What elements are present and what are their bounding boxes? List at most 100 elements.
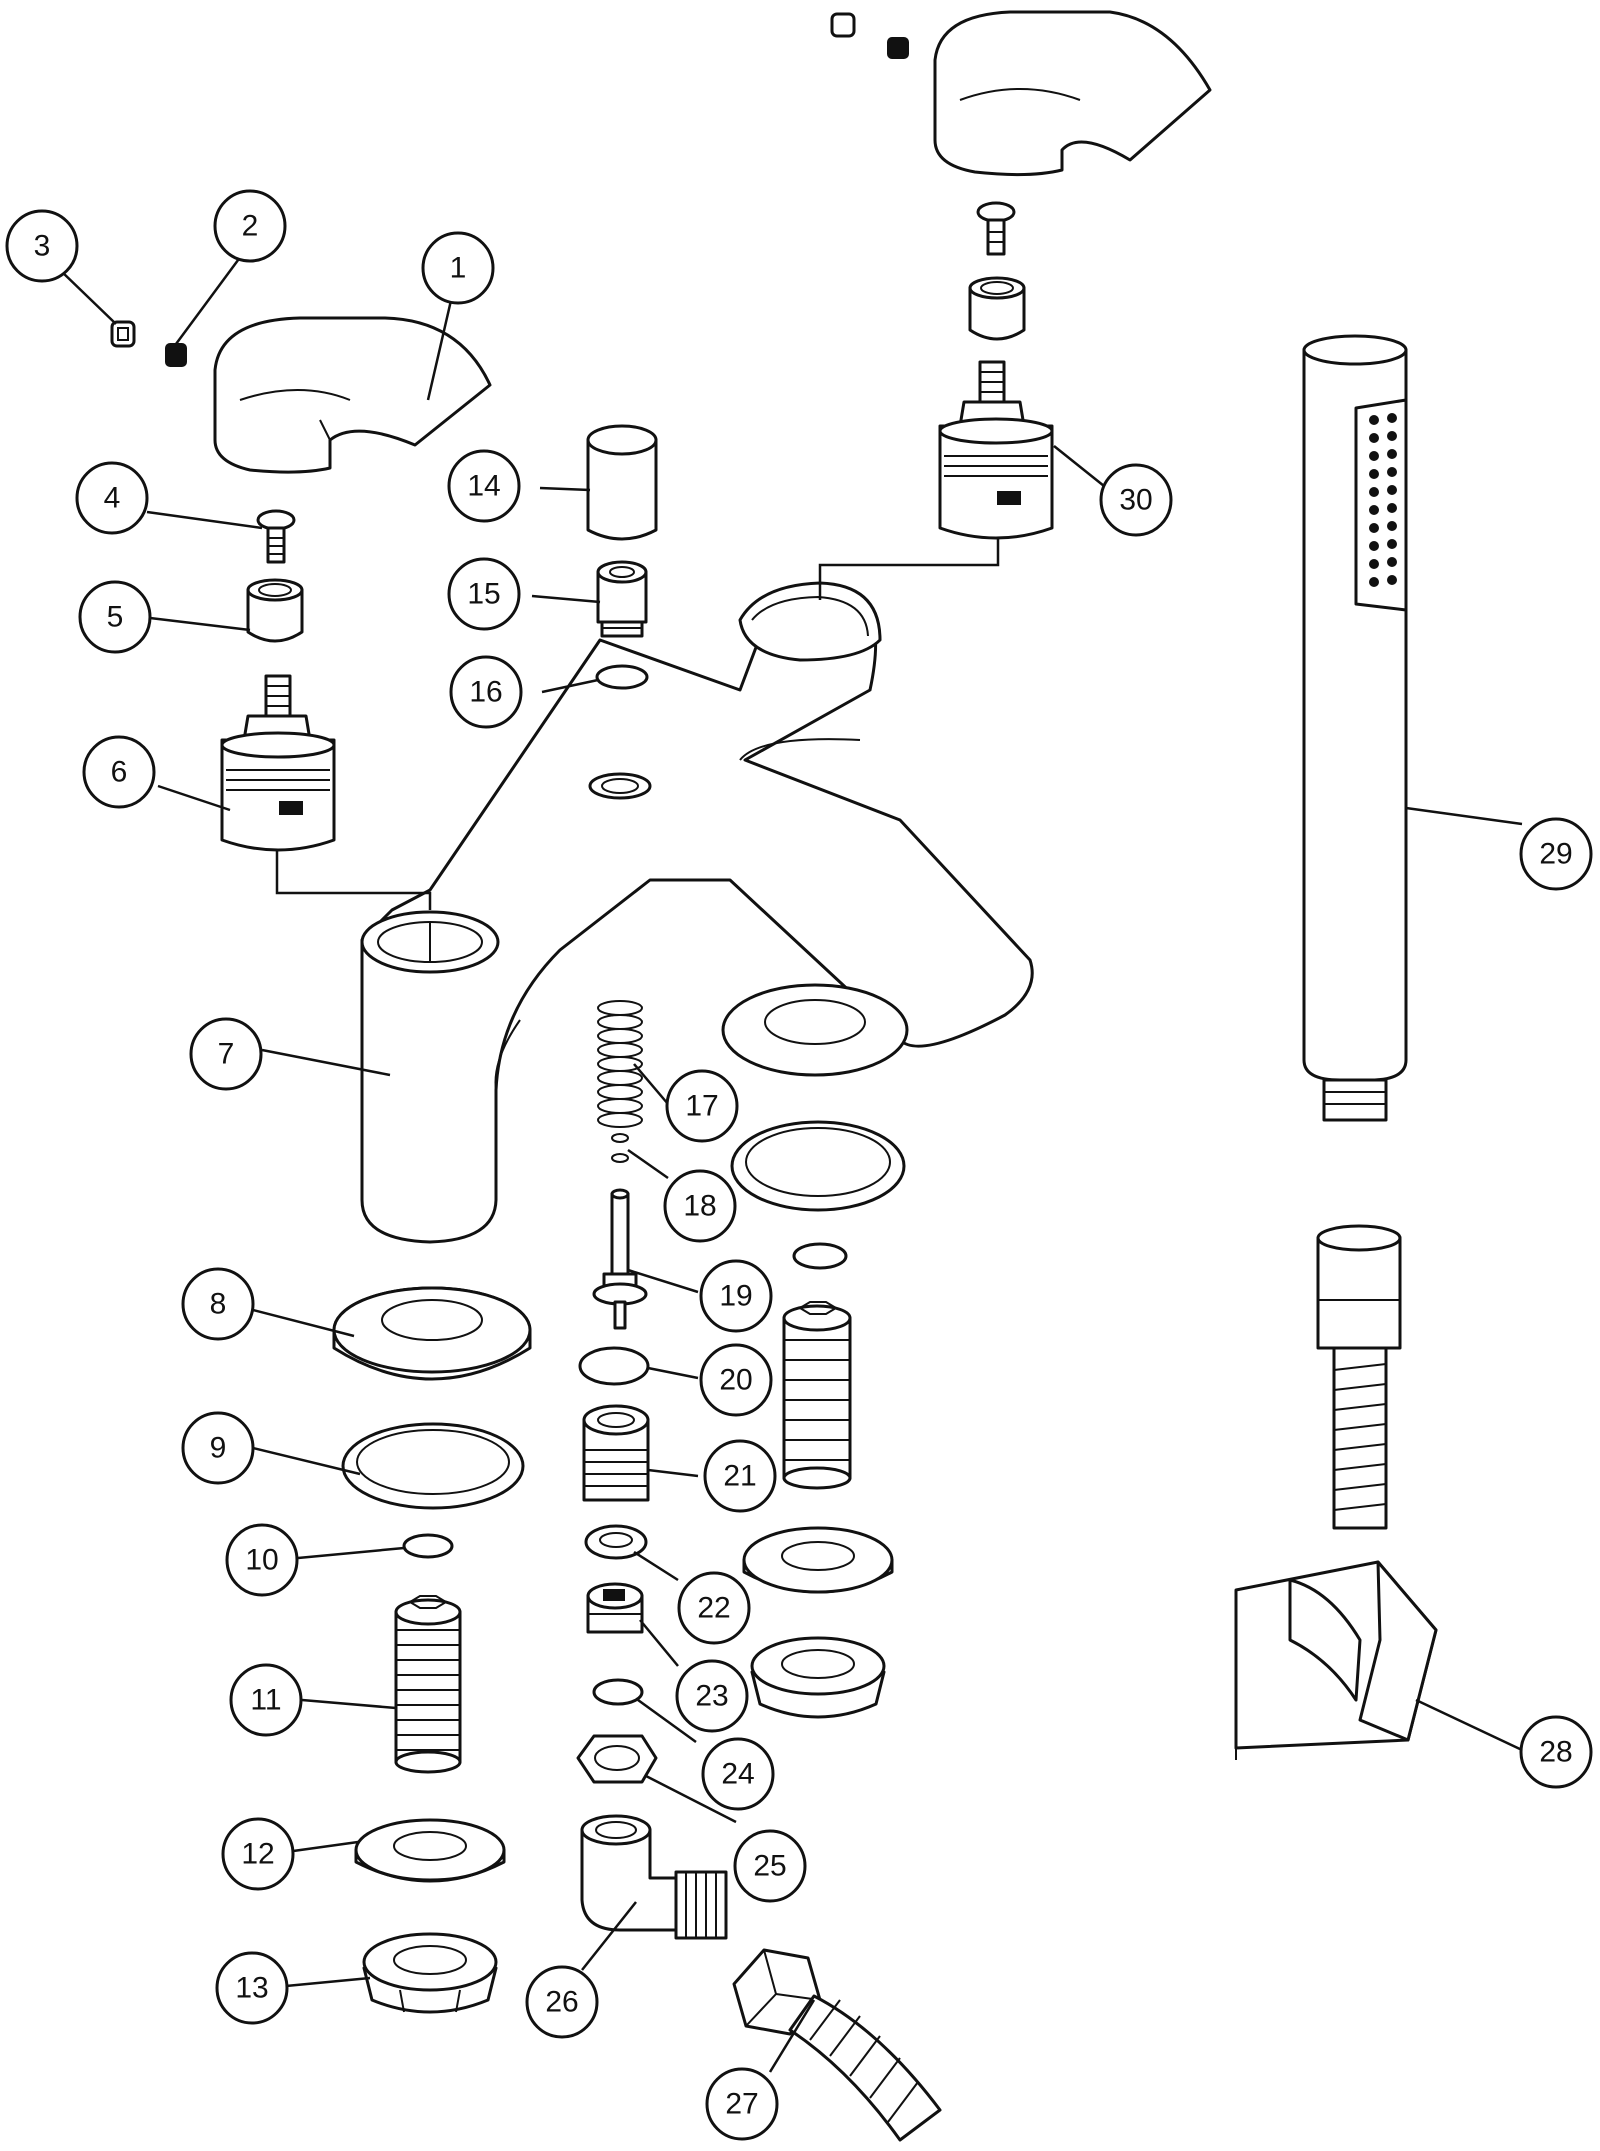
callout-10: 10 — [225, 1523, 299, 1597]
callout-number: 26 — [545, 1986, 578, 2019]
callout-number: 6 — [111, 756, 128, 789]
callout-number: 17 — [685, 1090, 718, 1123]
callout-9: 9 — [181, 1411, 255, 1485]
callout-19: 19 — [699, 1259, 773, 1333]
callout-number: 8 — [210, 1288, 227, 1321]
callout-11: 11 — [229, 1663, 303, 1737]
o-ring-24-drawing — [592, 1678, 644, 1706]
callout-number: 21 — [723, 1460, 756, 1493]
base-washer-drawing — [332, 1286, 532, 1381]
spring-drawing — [597, 1000, 643, 1128]
callout-number: 12 — [241, 1838, 274, 1871]
callout-number: 14 — [467, 470, 500, 503]
callout-6: 6 — [82, 735, 156, 809]
callout-number: 22 — [697, 1592, 730, 1625]
o-ring-20-drawing — [578, 1346, 650, 1386]
callout-number: 4 — [104, 482, 121, 515]
right-base-parts-drawing — [730, 1120, 906, 1719]
shroud-drawing — [246, 578, 304, 643]
callout-25: 25 — [733, 1829, 807, 1903]
elbow-connector-drawing — [580, 1814, 728, 1940]
callout-1: 1 — [421, 231, 495, 305]
callout-22: 22 — [677, 1571, 751, 1645]
spout-body-drawing — [275, 535, 1034, 1244]
callout-number: 7 — [218, 1038, 235, 1071]
right-grub-screw-drawing — [887, 37, 909, 59]
callout-number: 13 — [235, 1972, 268, 2005]
callout-number: 15 — [467, 578, 500, 611]
callout-number: 24 — [721, 1758, 754, 1791]
callout-12: 12 — [221, 1817, 295, 1891]
leader-lines — [59, 251, 1523, 2073]
callout-15: 15 — [447, 557, 521, 631]
hose-end-drawing — [1316, 1224, 1402, 1530]
callout-17: 17 — [665, 1069, 739, 1143]
back-nut-13-drawing — [362, 1932, 498, 2014]
grub-screw-drawing — [165, 343, 187, 367]
washer-12-drawing — [354, 1818, 506, 1883]
plug-23-drawing — [586, 1582, 644, 1634]
callout-5: 5 — [78, 580, 152, 654]
callout-20: 20 — [699, 1343, 773, 1417]
right-shroud-drawing — [968, 276, 1026, 341]
callout-number: 29 — [1539, 838, 1572, 871]
callout-number: 25 — [753, 1850, 786, 1883]
cartridge-drawing — [220, 674, 336, 852]
callout-23: 23 — [675, 1659, 749, 1733]
diverter-body-drawing — [582, 1404, 650, 1502]
callout-number: 5 — [107, 601, 124, 634]
diverter-knob-drawing — [586, 424, 658, 541]
callout-number: 3 — [34, 230, 51, 263]
callout-3: 3 — [5, 209, 79, 283]
callout-number: 23 — [695, 1680, 728, 1713]
callout-number: 2 — [242, 210, 259, 243]
callout-number: 27 — [725, 2088, 758, 2121]
callout-14: 14 — [447, 449, 521, 523]
washer-22-drawing — [584, 1524, 648, 1560]
small-o-rings-drawing — [611, 1133, 629, 1163]
callout-7: 7 — [189, 1017, 263, 1091]
spray-nozzles — [1369, 413, 1397, 587]
callout-number: 9 — [210, 1432, 227, 1465]
callout-24: 24 — [701, 1737, 775, 1811]
callout-number: 11 — [250, 1684, 281, 1717]
wall-bracket-drawing — [1234, 1560, 1438, 1760]
shower-hose-27-drawing — [732, 1948, 942, 2142]
callout-13: 13 — [215, 1951, 289, 2025]
right-indicator-cap-drawing — [830, 12, 856, 38]
callout-number: 30 — [1119, 484, 1152, 517]
shower-handset-drawing — [1302, 334, 1408, 1122]
callout-number: 20 — [719, 1364, 752, 1397]
cartridge-30-drawing — [938, 360, 1054, 540]
base-seal-drawing — [341, 1422, 525, 1510]
callout-27: 27 — [705, 2067, 779, 2141]
handle-screw-drawing — [256, 509, 296, 564]
callout-8: 8 — [181, 1267, 255, 1341]
indicator-cap-drawing — [110, 320, 136, 348]
right-lever-handle-drawing — [933, 10, 1212, 177]
diverter-spindle-drawing — [592, 1188, 648, 1330]
callout-number: 16 — [469, 676, 502, 709]
lever-handle-drawing — [213, 316, 492, 474]
callout-4: 4 — [75, 461, 149, 535]
callout-16: 16 — [449, 655, 523, 729]
callout-28: 28 — [1519, 1715, 1593, 1789]
callout-2: 2 — [213, 189, 287, 263]
callout-29: 29 — [1519, 817, 1593, 891]
o-ring-10-drawing — [402, 1533, 454, 1559]
callout-number: 19 — [719, 1280, 752, 1313]
right-handle-screw-drawing — [976, 201, 1016, 256]
callout-21: 21 — [703, 1439, 777, 1513]
callout-number: 10 — [245, 1544, 278, 1577]
callout-number: 28 — [1539, 1736, 1572, 1769]
o-ring-16-drawing — [595, 664, 649, 690]
callout-number: 1 — [450, 252, 467, 285]
callout-18: 18 — [663, 1169, 737, 1243]
callout-30: 30 — [1099, 463, 1173, 537]
callout-26: 26 — [525, 1965, 599, 2039]
diverter-adaptor-drawing — [596, 560, 648, 638]
callout-number: 18 — [683, 1190, 716, 1223]
hex-nut-25-drawing — [576, 1734, 658, 1784]
threaded-shank-11-drawing — [394, 1595, 462, 1774]
